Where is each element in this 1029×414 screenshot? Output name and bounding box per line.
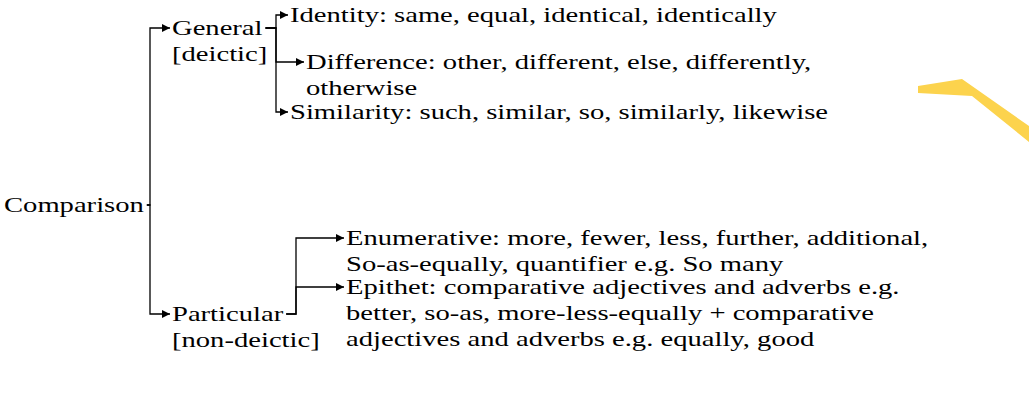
text-node: Comparison xyxy=(4,192,144,218)
bracket-arrow xyxy=(147,28,170,205)
node-label: Enumerative: more, fewer, less, further,… xyxy=(346,225,957,277)
node-label: Epithet: comparative adjectives and adve… xyxy=(346,274,905,352)
node-label: Similarity: such, similar, so, similarly… xyxy=(290,99,828,125)
text-node: Particular[non-deictic] xyxy=(172,301,320,353)
bracket-arrow xyxy=(286,287,344,314)
bracket-arrow xyxy=(266,28,304,62)
bracket-arrow xyxy=(266,28,288,112)
text-node: Identity: same, equal, identical, identi… xyxy=(290,2,777,28)
text-node: Difference: other, different, else, diff… xyxy=(306,49,852,101)
text-node: General[deictic] xyxy=(172,15,267,67)
node-label: Comparison xyxy=(4,192,144,218)
text-node: Enumerative: more, fewer, less, further,… xyxy=(346,225,957,277)
node-label: Particular xyxy=(172,301,283,327)
node-label: General xyxy=(172,15,263,41)
text-node: Similarity: such, similar, so, similarly… xyxy=(290,99,828,125)
node-label: Difference: other, different, else, diff… xyxy=(306,49,852,101)
node-sublabel: [deictic] xyxy=(172,41,267,67)
text-node: Epithet: comparative adjectives and adve… xyxy=(346,274,905,352)
bracket-arrow xyxy=(147,205,170,314)
highlighter-stroke xyxy=(918,79,1029,142)
bracket-arrow xyxy=(286,238,344,314)
node-sublabel: [non-deictic] xyxy=(172,327,320,353)
node-label: Identity: same, equal, identical, identi… xyxy=(290,2,777,28)
bracket-arrow xyxy=(266,15,288,28)
